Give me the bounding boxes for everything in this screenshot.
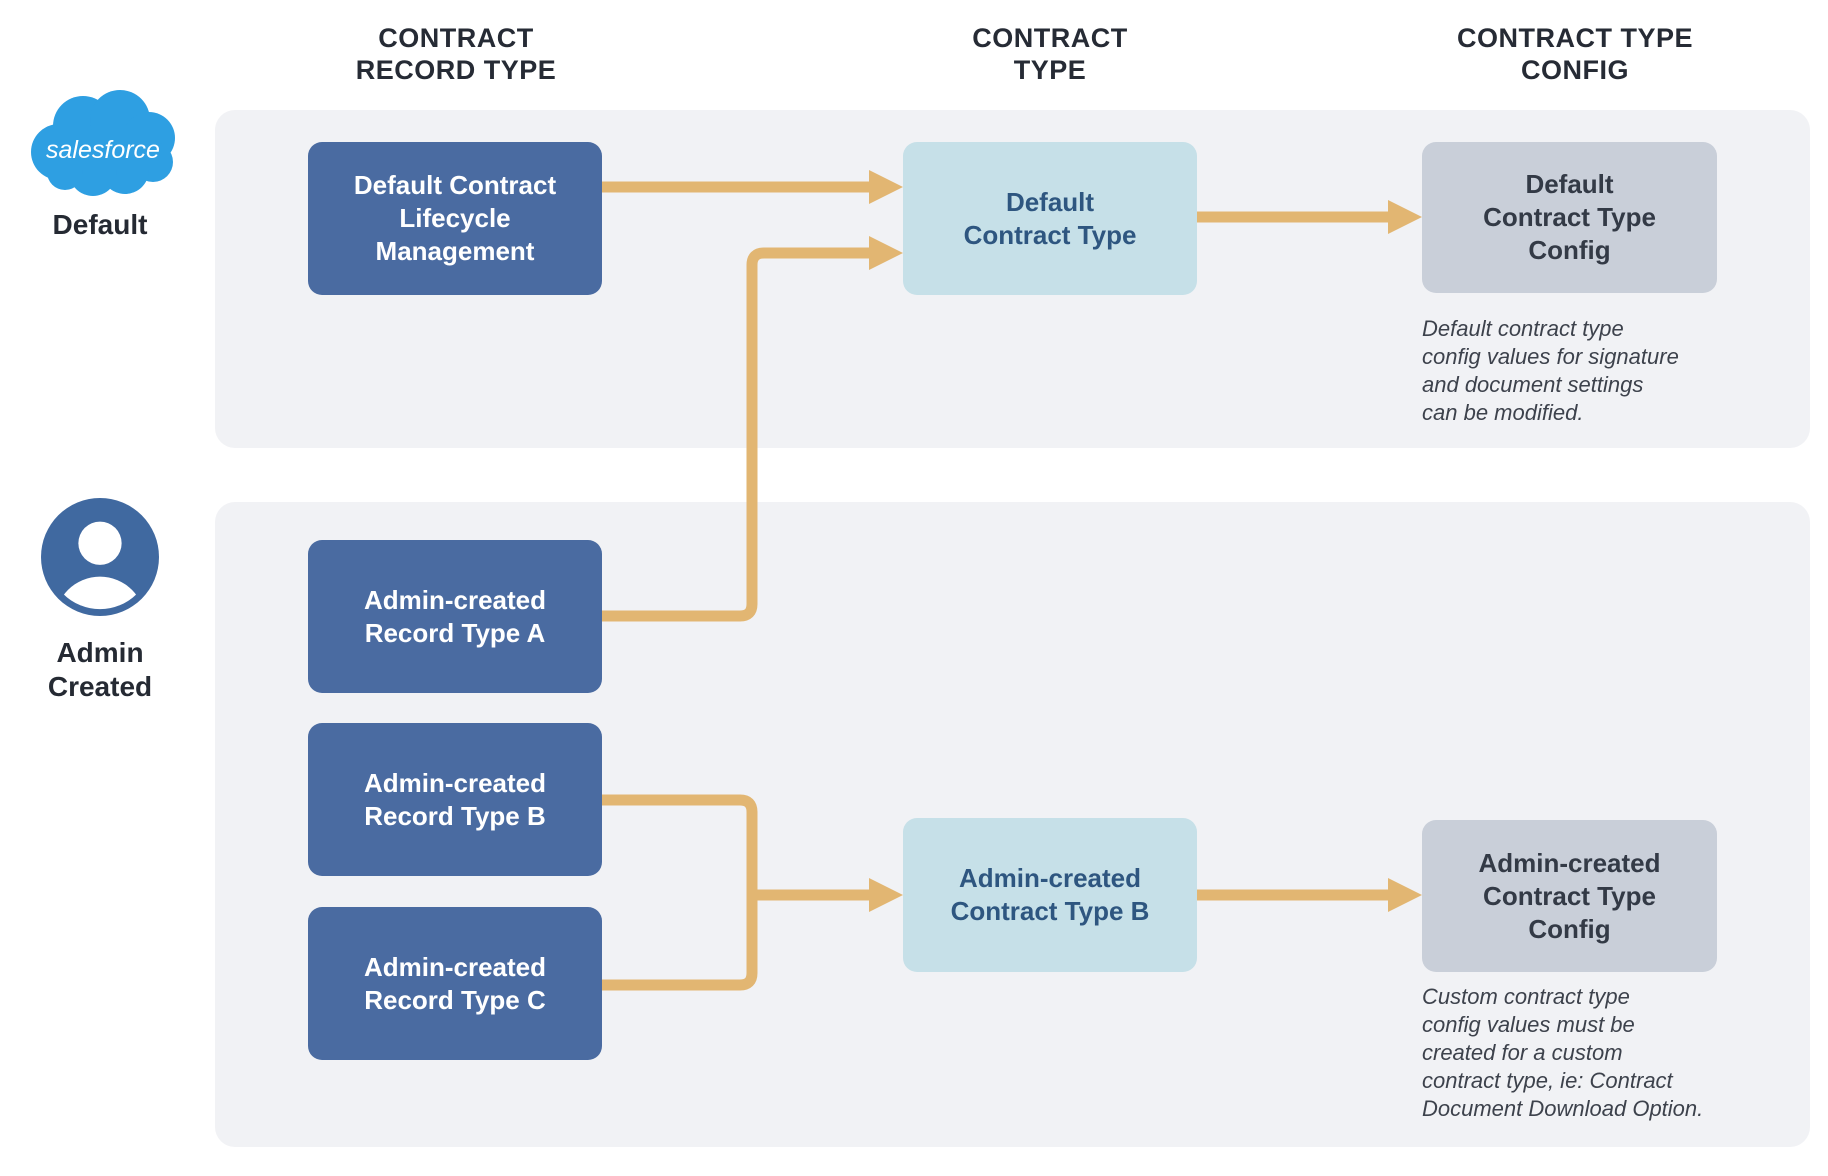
- node-label: Default Contract Type Config: [1483, 169, 1656, 265]
- node-admin-contract-type-b: Admin-created Contract Type B: [903, 818, 1197, 972]
- salesforce-logo-text: salesforce: [46, 136, 160, 164]
- node-label: Default Contract Lifecycle Management: [353, 170, 557, 266]
- node-admin-record-type-b: Admin-created Record Type B: [308, 723, 602, 876]
- node-label: Default Contract Type: [963, 186, 1137, 250]
- caption-admin-config-note: Custom contract type config values must …: [1422, 984, 1704, 1121]
- node-default-contract-lifecycle-management: Default Contract Lifecycle Management: [308, 142, 602, 295]
- node-label: Admin-created Record Type A: [363, 584, 547, 648]
- node-label: Admin-created Record Type C: [363, 951, 547, 1015]
- salesforce-logo-icon: salesforce: [31, 90, 175, 196]
- node-default-contract-type: Default Contract Type: [903, 142, 1197, 295]
- node-label: Admin-created Contract Type B: [950, 863, 1150, 926]
- node-label: Admin-created Record Type B: [363, 767, 547, 831]
- node-admin-record-type-a: Admin-created Record Type A: [308, 540, 602, 693]
- node-default-contract-type-config: Default Contract Type Config: [1422, 142, 1717, 293]
- column-header-contract-type-config: CONTRACT TYPE CONFIG: [1457, 23, 1693, 85]
- lane-label-default: Default: [52, 209, 148, 240]
- node-admin-record-type-c: Admin-created Record Type C: [308, 907, 602, 1060]
- node-label: Admin-created Contract Type Config: [1478, 847, 1661, 944]
- column-header-contract-record-type: CONTRACT RECORD TYPE: [355, 23, 557, 85]
- lane-label-admin-created: Admin Created: [47, 637, 153, 702]
- caption-default-config-note: Default contract type config values for …: [1422, 316, 1679, 425]
- user-avatar-icon: [41, 498, 159, 616]
- column-header-contract-type: CONTRACT TYPE: [972, 23, 1128, 85]
- node-admin-contract-type-config: Admin-created Contract Type Config: [1422, 820, 1717, 972]
